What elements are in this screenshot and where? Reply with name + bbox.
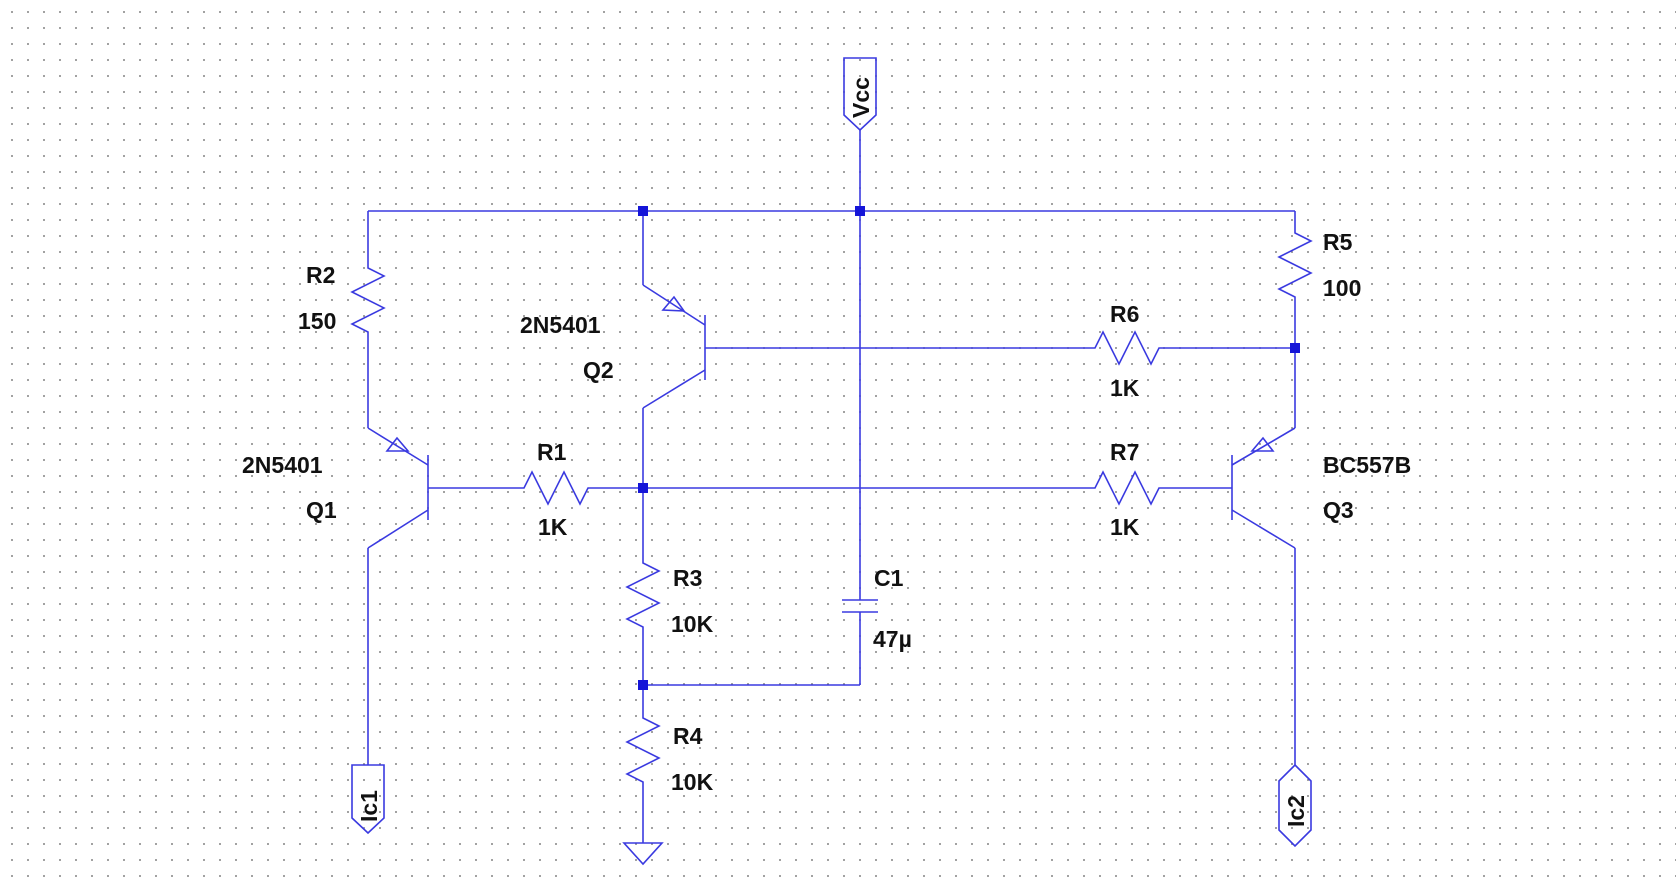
transistor-emitter-lead (367, 427, 429, 466)
transistor-emitter-arrow (661, 295, 686, 312)
q2-ref-label: Q2 (583, 357, 614, 383)
net-flag-outline (843, 57, 877, 132)
transistor-emitter-lead (1231, 427, 1296, 466)
ground-symbol[interactable] (622, 842, 664, 866)
junction-dot (1290, 343, 1300, 353)
resistor-r7[interactable] (1087, 470, 1167, 506)
junction-dot (638, 483, 648, 493)
capacitor-c1[interactable] (842, 599, 878, 613)
junction-dot (638, 680, 648, 690)
r3-ref-label: R3 (673, 565, 702, 591)
resistor-r5[interactable] (1277, 225, 1313, 305)
transistor-q1[interactable] (367, 427, 429, 549)
net-flag-outline (1278, 763, 1312, 848)
c1-value-label: 47µ (873, 626, 912, 652)
resistor-zigzag (625, 555, 661, 635)
r1-value-label: 1K (538, 514, 568, 540)
resistor-r3[interactable] (625, 555, 661, 635)
r1-ref-label: R1 (537, 439, 567, 465)
resistor-r2[interactable] (350, 260, 386, 340)
r4-value-label: 10K (671, 769, 714, 795)
r5-ref-label: R5 (1323, 229, 1353, 255)
resistor-zigzag (625, 710, 661, 790)
r3-value-label: 10K (671, 611, 714, 637)
resistor-r1[interactable] (516, 470, 596, 506)
r6-ref-label: R6 (1110, 301, 1139, 327)
q2-model-label: 2N5401 (520, 312, 601, 338)
transistor-collector-lead (642, 369, 706, 409)
net-flag-outline (351, 764, 385, 835)
wires (367, 130, 1296, 843)
net-flag-vcc[interactable]: Vcc (843, 57, 877, 132)
transistor-emitter-lead (642, 284, 706, 326)
q3-ref-label: Q3 (1323, 497, 1354, 523)
ground-triangle (622, 842, 664, 866)
transistor-emitter-arrow (385, 436, 410, 452)
resistor-zigzag (516, 470, 596, 506)
transistor-collector-lead (1231, 509, 1296, 549)
transistor-q3[interactable] (1231, 427, 1296, 549)
junction-dot (855, 206, 865, 216)
transistor-emitter-arrow (1250, 436, 1275, 452)
resistor-zigzag (1277, 225, 1313, 305)
r2-ref-label: R2 (306, 262, 335, 288)
r7-ref-label: R7 (1110, 439, 1139, 465)
r5-value-label: 100 (1323, 275, 1361, 301)
transistor-collector-lead (367, 509, 429, 549)
q1-ref-label: Q1 (306, 497, 337, 523)
junction-dot (638, 206, 648, 216)
c1-ref-label: C1 (874, 565, 904, 591)
net-flag-label: Ic1 (356, 790, 382, 822)
resistor-zigzag (350, 260, 386, 340)
r4-ref-label: R4 (673, 723, 703, 749)
transistor-q2[interactable] (642, 284, 706, 409)
net-flag-label: Vcc (848, 77, 874, 118)
resistor-r6[interactable] (1087, 330, 1167, 366)
r2-value-label: 150 (298, 308, 336, 334)
q3-model-label: BC557B (1323, 452, 1411, 478)
junctions (638, 206, 1300, 690)
resistor-zigzag (1087, 330, 1167, 366)
r6-value-label: 1K (1110, 375, 1140, 401)
net-flag-label: Ic2 (1283, 795, 1309, 827)
resistor-r4[interactable] (625, 710, 661, 790)
resistor-zigzag (1087, 470, 1167, 506)
q1-model-label: 2N5401 (242, 452, 323, 478)
r7-value-label: 1K (1110, 514, 1140, 540)
component-labels: R2 150 2N5401 Q2 2N5401 Q1 R1 1K R3 10K … (242, 229, 1411, 795)
net-flag-ic2[interactable]: Ic2 (1278, 763, 1312, 848)
net-flag-ic1[interactable]: Ic1 (351, 764, 385, 835)
